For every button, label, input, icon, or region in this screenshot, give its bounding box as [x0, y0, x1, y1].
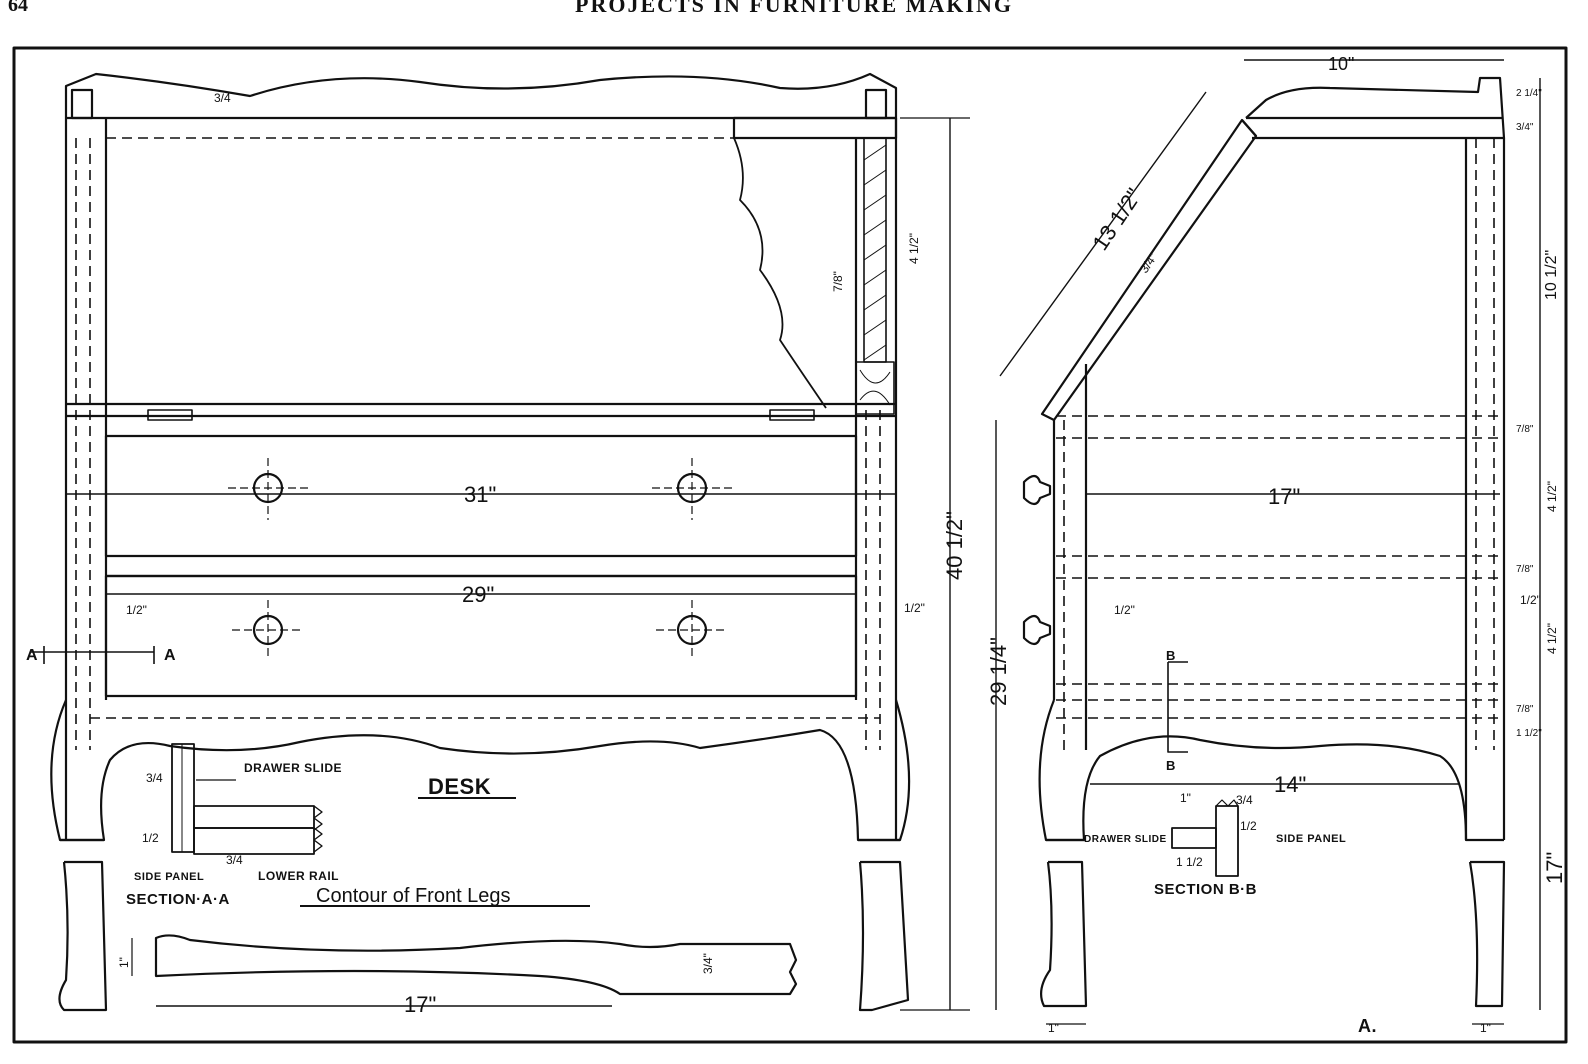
- section-aa-detail: [171, 743, 323, 855]
- side-view-desk: [995, 59, 1541, 1025]
- dim-front-top-thickness: 3/4: [214, 91, 231, 105]
- section-marker-b-top: B: [1166, 648, 1176, 663]
- dim-side-offset-back: 1/2": [1520, 593, 1541, 607]
- section-bb-detail: [1171, 799, 1239, 877]
- dim-leg-end-width: 3/4": [701, 953, 715, 974]
- section-bb-side-panel: SIDE PANEL: [1276, 833, 1346, 845]
- dim-front-29: 29": [462, 582, 494, 607]
- dim-side-14: 14": [1274, 772, 1306, 797]
- section-bb-dim-c: 1 1/2: [1176, 855, 1203, 869]
- drawing-border: [12, 46, 1568, 1044]
- leg-contour-drawing: [58, 860, 910, 1012]
- page-number: 64: [8, 0, 28, 16]
- section-marker-b-bottom: B: [1166, 758, 1176, 773]
- section-marker-a-right: A: [164, 647, 176, 664]
- dim-side-top-rail: 2 1/4": [1516, 88, 1542, 99]
- dim-side-drawer1: 4 1/2": [1545, 481, 1559, 512]
- dim-side-leg-back: 1": [1480, 1021, 1491, 1035]
- dim-lid-thickness: 7/8": [831, 271, 845, 292]
- running-title: PROJECTS IN FURNITURE MAKING: [575, 0, 1013, 17]
- dim-leg-length: 17": [404, 992, 436, 1017]
- section-aa-lower-rail: LOWER RAIL: [258, 869, 339, 883]
- dim-side-offset-left: 1/2": [126, 603, 147, 617]
- dim-front-height: 40 1/2": [942, 511, 967, 580]
- desk-title: DESK: [428, 774, 491, 799]
- dim-side-drawer2: 4 1/2": [1545, 623, 1559, 654]
- leg-contour-title: Contour of Front Legs: [316, 885, 511, 907]
- dim-side-top-depth: 10": [1328, 54, 1354, 74]
- section-bb-dim-a: 1": [1180, 791, 1191, 805]
- dim-side-rail-a: 3/4": [1516, 122, 1534, 133]
- section-bb-title: SECTION B·B: [1154, 881, 1257, 898]
- section-bb-drawer-slide: DRAWER SLIDE: [1084, 834, 1167, 845]
- section-aa-drawer-slide: DRAWER SLIDE: [244, 761, 342, 775]
- front-view-desk: [30, 72, 970, 1011]
- page-header: 64 PROJECTS IN FURNITURE MAKING: [0, 0, 1588, 24]
- dim-side-rail-b: 7/8": [1516, 424, 1534, 435]
- dim-side-leg-17: 17": [1542, 852, 1567, 884]
- section-bb-dim-b: 3/4: [1236, 793, 1253, 807]
- section-aa-dim-a: 3/4: [146, 771, 163, 785]
- dim-side-offset-front: 1/2": [1114, 603, 1135, 617]
- section-marker-a-left: A: [26, 647, 38, 664]
- dim-side-rail-e: 1 1/2": [1516, 728, 1542, 739]
- dim-side-writing-height: 29 1/4": [986, 637, 1011, 706]
- dim-side-leg-front: 1": [1048, 1021, 1059, 1035]
- dim-lid-width: 4 1/2": [907, 233, 921, 264]
- dim-side-17-mid: 17": [1268, 484, 1300, 509]
- corner-label: A.: [1358, 1016, 1377, 1036]
- section-aa-title: SECTION·A·A: [126, 891, 230, 908]
- dim-side-rail-c: 7/8": [1516, 564, 1534, 575]
- section-aa-dim-c: 3/4: [226, 853, 243, 867]
- dim-side-upper-height: 10 1/2": [1543, 250, 1560, 300]
- section-aa-dim-b: 1/2: [142, 831, 159, 845]
- dim-leg-top-width: 1": [117, 957, 131, 968]
- dim-side-lid-length: 13 1/2": [1087, 184, 1146, 255]
- dim-side-rail-d: 7/8": [1516, 704, 1534, 715]
- section-aa-side-panel: SIDE PANEL: [134, 871, 204, 883]
- dim-side-lid-thickness: 3/4": [1137, 250, 1160, 275]
- dim-side-offset-right: 1/2": [904, 601, 925, 615]
- section-bb-dim-d: 1/2: [1240, 819, 1257, 833]
- dim-front-31: 31": [464, 482, 496, 507]
